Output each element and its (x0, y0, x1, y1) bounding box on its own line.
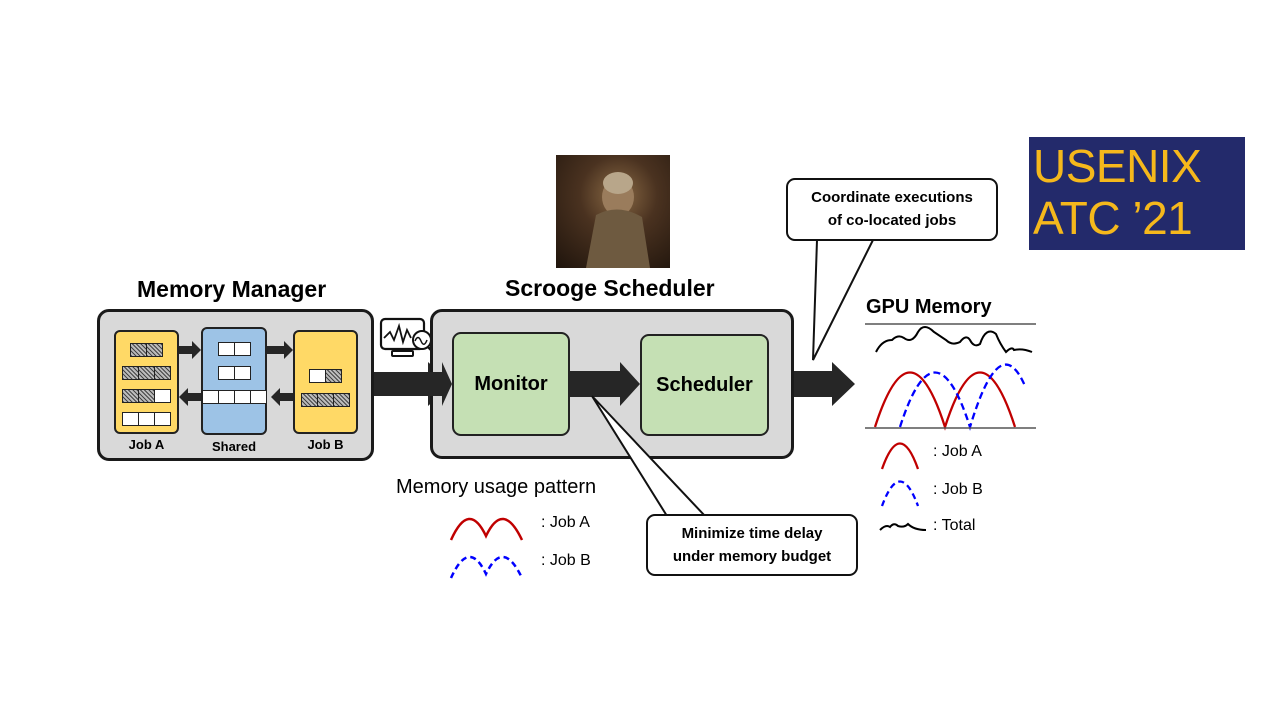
free-memory-block (234, 367, 250, 379)
used-memory-block (318, 394, 334, 406)
free-memory-block (202, 391, 219, 403)
callout-minimize-line1: Minimize time delay (681, 525, 823, 542)
job-a-label: Job A (128, 437, 165, 452)
used-memory-block (139, 390, 155, 402)
callout-tail-minimize (591, 395, 708, 517)
memory-block-row (201, 390, 267, 404)
free-memory-block (310, 370, 326, 382)
scrooge-figure-icon (586, 172, 650, 268)
arrow-into-monitor (430, 362, 452, 406)
shared-column (201, 327, 267, 435)
free-memory-block (218, 343, 235, 355)
memory-block-row (122, 366, 171, 380)
callout-coordinate: Coordinate executions of co-located jobs (786, 178, 998, 241)
usage-job-b-curve (449, 555, 524, 579)
gpu-legend-job-a: : Job A (933, 443, 982, 460)
used-memory-block (334, 394, 349, 406)
monitor-box: Monitor (452, 332, 570, 436)
used-memory-block (123, 390, 139, 402)
used-memory-block (155, 367, 170, 379)
usage-legend-job-a: : Job A (541, 514, 590, 531)
usage-pattern-curves (449, 517, 524, 579)
free-memory-block (155, 390, 170, 402)
job-b-label: Job B (307, 437, 344, 452)
gpu-job-b-curve (898, 363, 1027, 431)
used-memory-block (123, 367, 139, 379)
job-a-column (114, 330, 179, 434)
job-b-column (293, 330, 358, 434)
free-memory-block (123, 413, 139, 425)
usage-job-a-curve (449, 517, 524, 541)
usenix-atc-logo: USENIX ATC ’21 (1029, 137, 1245, 250)
used-memory-block (131, 344, 147, 356)
memory-block-row (122, 412, 171, 426)
gpu-memory-title: GPU Memory (866, 296, 992, 318)
logo-line1: USENIX (1033, 140, 1202, 192)
callout-minimize: Minimize time delay under memory budget (646, 514, 858, 576)
gpu-legend-total: : Total (933, 517, 976, 534)
free-memory-block (250, 391, 266, 403)
callout-coordinate-line2: of co-located jobs (827, 212, 957, 229)
gpu-memory-plot (865, 323, 1036, 531)
memory-block-row (217, 342, 251, 356)
gpu-total-curve (875, 326, 1033, 354)
memory-block-row (122, 389, 171, 403)
arrow-jobb-to-shared (271, 388, 293, 406)
arrow-scheduler-to-gpu (792, 362, 855, 406)
used-memory-block (139, 367, 155, 379)
scrooge-scheduler-title: Scrooge Scheduler (505, 275, 715, 301)
gpu-legend-total-swatch (879, 522, 927, 531)
gpu-legend-job-a-swatch (880, 442, 920, 470)
arrow-shared-to-joba (179, 388, 201, 406)
shared-label: Shared (211, 439, 257, 454)
scheduler-box: Scheduler (640, 334, 769, 436)
callout-coordinate-line1: Coordinate executions (811, 189, 973, 206)
arrow-shared-to-jobb (267, 341, 293, 359)
gpu-legend-job-b-swatch (880, 480, 920, 507)
memory-usage-pattern-title: Memory usage pattern (396, 476, 597, 498)
free-memory-block (218, 367, 235, 379)
free-memory-block (218, 391, 235, 403)
memory-block-row (309, 369, 342, 383)
callout-minimize-line2: under memory budget (672, 548, 832, 565)
scrooge-photo (556, 155, 670, 268)
free-memory-block (234, 343, 250, 355)
arrow-monitor-to-scheduler-head (570, 362, 640, 406)
used-memory-block (326, 370, 341, 382)
used-memory-block (302, 394, 318, 406)
used-memory-block (147, 344, 162, 356)
gpu-job-a-curve (873, 371, 1017, 431)
free-memory-block (234, 391, 251, 403)
logo-line2: ATC ’21 (1033, 192, 1193, 244)
free-memory-block (139, 413, 155, 425)
memory-manager-title: Memory Manager (137, 276, 327, 302)
memory-block-row (301, 393, 350, 407)
arrow-joba-to-shared (179, 341, 201, 359)
usage-legend-job-b: : Job B (541, 552, 591, 569)
memory-block-row (217, 366, 251, 380)
memory-block-row (130, 343, 163, 357)
free-memory-block (155, 413, 170, 425)
gpu-legend-job-b: : Job B (933, 481, 983, 498)
